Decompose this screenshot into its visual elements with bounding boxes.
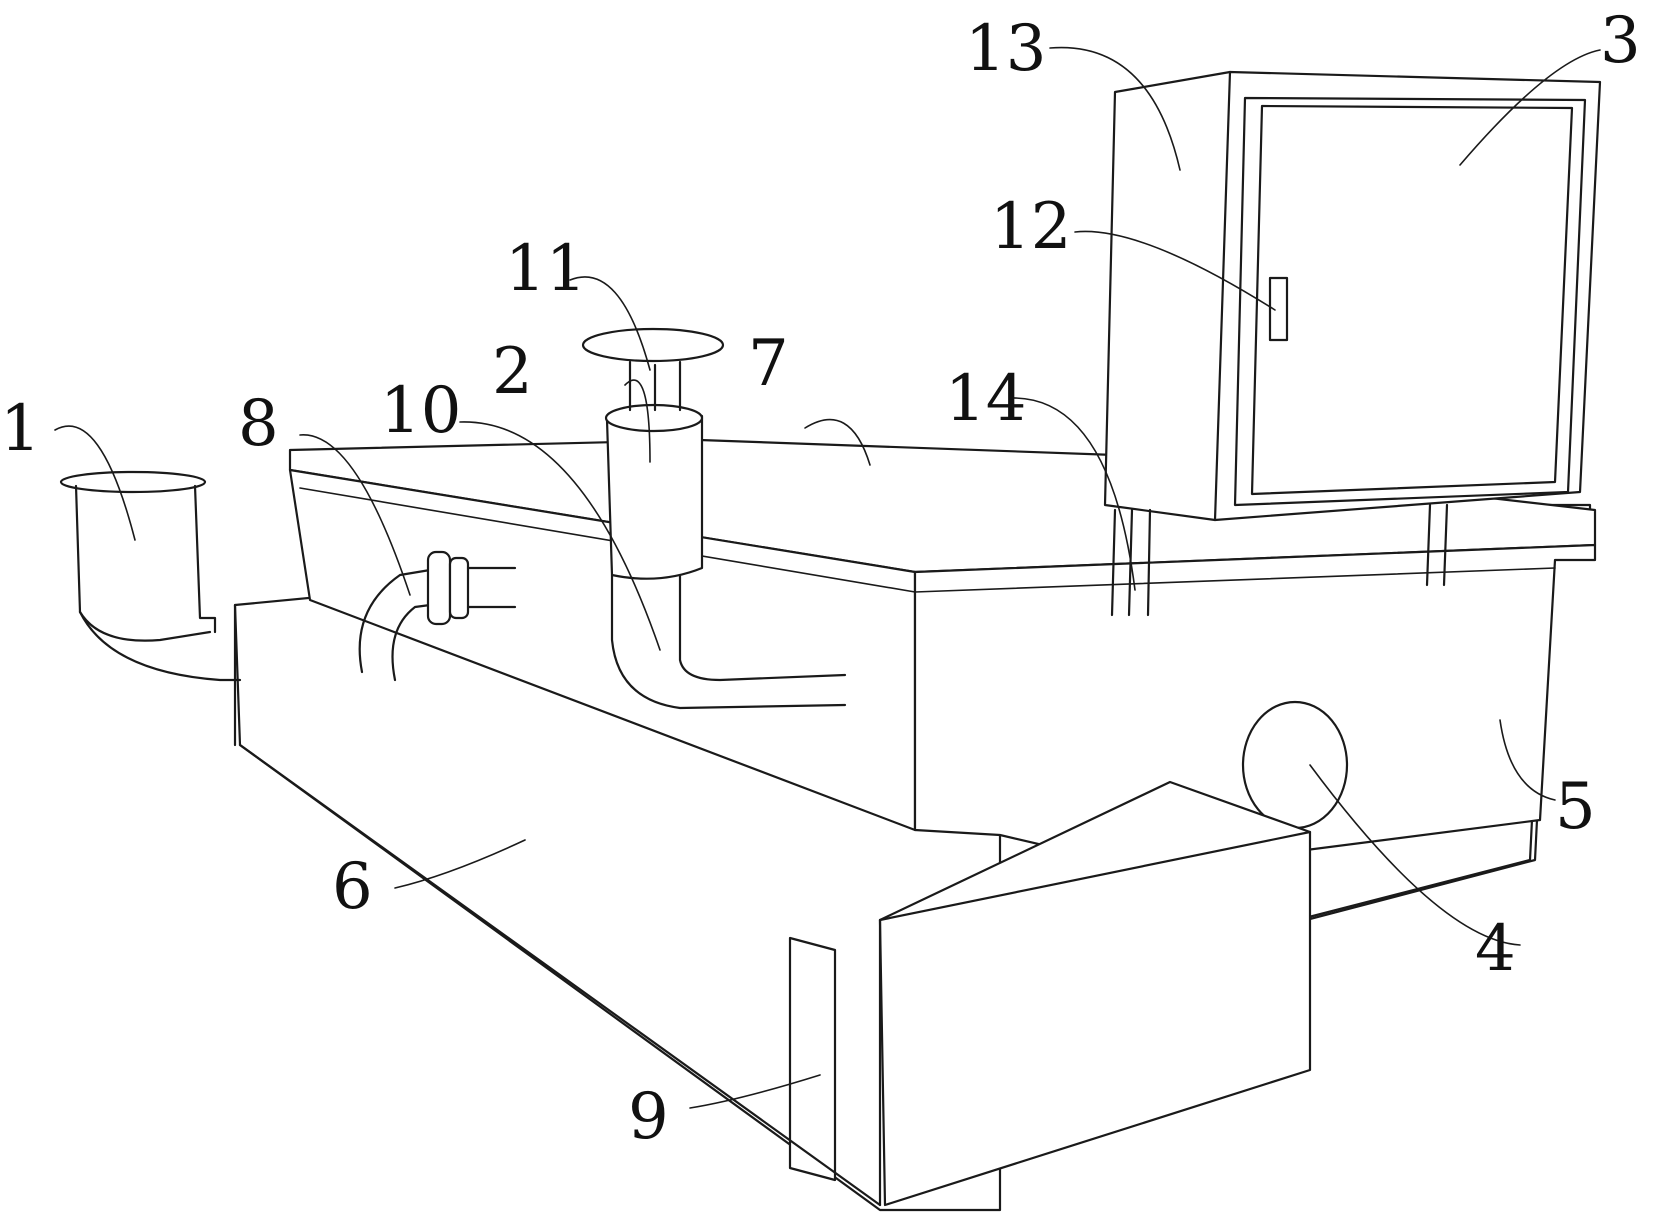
label-10: 10 xyxy=(380,374,461,448)
part-9-front-block xyxy=(238,743,1312,1207)
reference-numerals: 1 2 3 4 5 6 7 8 9 10 11 12 13 14 xyxy=(0,4,1641,1154)
part-14-supports xyxy=(1110,503,1449,617)
label-5: 5 xyxy=(1555,770,1596,844)
label-4: 4 xyxy=(1475,912,1516,986)
label-7: 7 xyxy=(748,327,789,401)
label-8: 8 xyxy=(238,387,279,461)
label-9: 9 xyxy=(628,1080,669,1154)
label-1: 1 xyxy=(0,392,41,466)
label-2: 2 xyxy=(492,335,533,409)
leader-lines xyxy=(54,46,1601,1109)
label-14: 14 xyxy=(945,362,1026,436)
part-13-cabinet xyxy=(1103,70,1602,522)
part-2-pump xyxy=(604,403,847,710)
part-8-pipe-flange xyxy=(358,550,517,682)
label-6: 6 xyxy=(332,850,373,924)
label-13: 13 xyxy=(965,12,1046,86)
part-1-inlet-funnel xyxy=(59,470,242,682)
part-7-middle-tank xyxy=(288,438,1597,872)
label-3: 3 xyxy=(1600,4,1641,78)
part-4-round-port xyxy=(1241,700,1349,830)
label-12: 12 xyxy=(990,190,1071,264)
label-11: 11 xyxy=(505,232,586,306)
part-11-shaft-disc xyxy=(581,327,725,412)
